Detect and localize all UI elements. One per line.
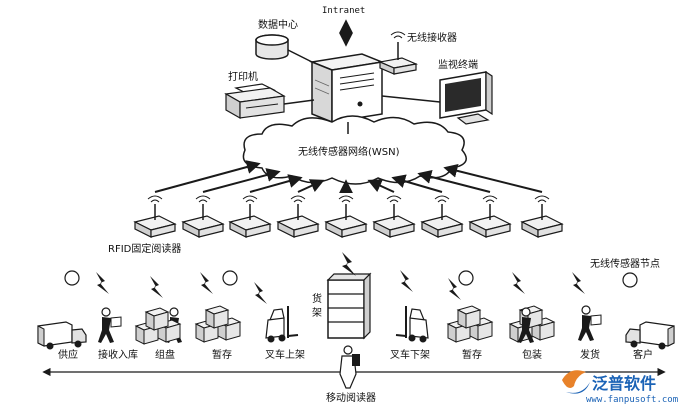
sensor-node-icon bbox=[458, 270, 474, 286]
rfid-reader-icon bbox=[181, 195, 225, 238]
cargo-boxes-icon bbox=[194, 305, 242, 343]
printer-label: 打印机 bbox=[228, 70, 258, 83]
process-step-forklift-down: 叉车下架 bbox=[390, 348, 430, 361]
cargo-boxes-icon bbox=[446, 305, 494, 343]
process-step-forklift-up: 叉车上架 bbox=[265, 348, 305, 361]
rfid-reader-icon bbox=[133, 195, 177, 238]
reader-to-wsn-arrow bbox=[154, 160, 261, 193]
rfid-reader-icon bbox=[324, 195, 368, 238]
watermark-url: www.fanpusoft.com bbox=[586, 395, 678, 405]
sensor-node-icon bbox=[622, 272, 638, 288]
reader-to-wsn-arrow bbox=[443, 163, 543, 193]
forklift-icon bbox=[265, 306, 299, 343]
signal-lightning-icon bbox=[400, 270, 413, 292]
reader-to-wsn-arrow bbox=[297, 179, 325, 193]
sensor-node-icon bbox=[64, 270, 80, 286]
process-step-pack: 包装 bbox=[522, 348, 542, 361]
worker-icon bbox=[98, 307, 122, 343]
server-icon bbox=[309, 53, 385, 124]
sensor-node-label: 无线传感器节点 bbox=[590, 257, 660, 270]
process-step-storage-1: 暂存 bbox=[212, 348, 232, 361]
process-step-receive: 接收入库 bbox=[98, 348, 138, 361]
cargo-boxes-icon bbox=[508, 305, 556, 343]
cargo-boxes-icon bbox=[134, 307, 182, 345]
rfid-reader-icon bbox=[372, 195, 416, 238]
rfid-reader-label: RFID固定阅读器 bbox=[108, 242, 181, 255]
printer-icon bbox=[224, 83, 286, 120]
process-step-pallet: 组盘 bbox=[155, 348, 175, 361]
sensor-node-group bbox=[64, 270, 638, 304]
watermark-brand: 泛普软件 bbox=[592, 374, 656, 393]
rfid-reader-icon bbox=[520, 195, 564, 238]
signal-lightning-icon bbox=[96, 272, 109, 294]
reader-to-wsn-arrow bbox=[367, 179, 395, 193]
rfid-reader-icon bbox=[276, 195, 320, 238]
process-steps: 供应 接收入库 组盘 暂存 叉车上架 叉车下架 暂存 包装 发货 客户 bbox=[58, 348, 653, 361]
mobile-reader-icon bbox=[339, 345, 360, 389]
wireless-receiver-icon bbox=[377, 31, 419, 75]
truck-icon bbox=[625, 321, 675, 350]
shelf-icon bbox=[326, 272, 372, 340]
process-step-customer: 客户 bbox=[633, 348, 653, 361]
signal-lightning-icon bbox=[448, 278, 461, 300]
signal-lightning-icon bbox=[200, 272, 213, 294]
signal-lightning-icon bbox=[512, 272, 525, 294]
rfid-reader-icon bbox=[420, 195, 464, 238]
reader-to-wsn-arrow bbox=[249, 174, 303, 193]
reader-to-wsn-arrow bbox=[391, 174, 443, 193]
worker-icon bbox=[518, 307, 534, 343]
shelf-label-2: 架 bbox=[312, 307, 322, 319]
watermark-logo bbox=[562, 370, 590, 394]
data-center-label: 数据中心 bbox=[258, 18, 298, 31]
mobile-reader-label: 移动阅读器 bbox=[326, 391, 376, 404]
signal-lightning-icon bbox=[254, 282, 267, 304]
wsn-cloud bbox=[242, 115, 467, 185]
reader-to-wsn-arrow bbox=[417, 170, 491, 193]
shelf-lightning-icon bbox=[342, 252, 356, 276]
signal-lightning-icon bbox=[150, 276, 163, 298]
intranet-label: Intranet bbox=[322, 6, 365, 16]
reader-to-wsn-arrow bbox=[202, 168, 281, 193]
monitor-icon bbox=[439, 70, 493, 125]
database-icon bbox=[255, 34, 289, 60]
worker-icon bbox=[578, 305, 602, 341]
rfid-reader-icon bbox=[468, 195, 512, 238]
process-step-storage-2: 暂存 bbox=[462, 348, 482, 361]
rfid-reader-icon bbox=[228, 195, 272, 238]
monitor-terminal-label: 监视终端 bbox=[438, 58, 478, 71]
process-icon-group bbox=[37, 305, 675, 350]
forklift-icon bbox=[395, 306, 429, 343]
truck-icon bbox=[37, 321, 87, 350]
signal-lightning-icon bbox=[572, 272, 585, 294]
process-step-supply: 供应 bbox=[58, 348, 78, 361]
process-step-ship: 发货 bbox=[580, 348, 600, 361]
wireless-receiver-label: 无线接收器 bbox=[407, 31, 457, 44]
shelf-label-1: 货 bbox=[312, 292, 322, 305]
sensor-node-icon bbox=[222, 270, 238, 286]
rfid-reader-group bbox=[133, 160, 564, 238]
wsn-label: 无线传感器网络(WSN) bbox=[298, 145, 400, 158]
